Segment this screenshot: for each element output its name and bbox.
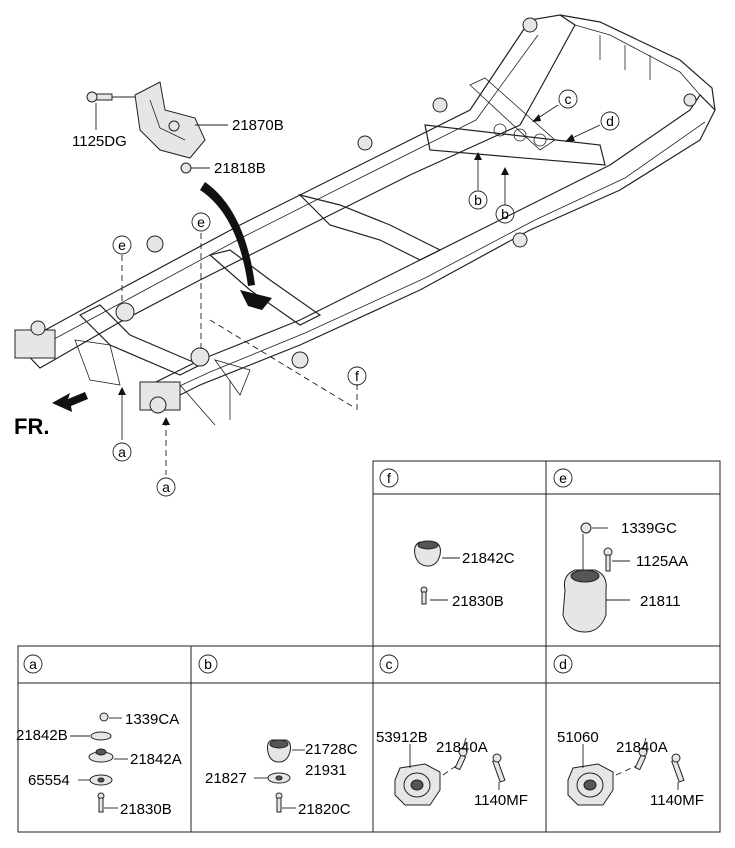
callout-a-2: a bbox=[156, 477, 176, 497]
svg-text:c: c bbox=[565, 91, 572, 107]
callout-c: c bbox=[558, 89, 578, 109]
callout-f: f bbox=[347, 366, 367, 386]
panel-b-part-3: 21820C bbox=[298, 801, 351, 818]
svg-text:d: d bbox=[606, 113, 614, 129]
panel-b-part-2: 21931 bbox=[305, 762, 347, 779]
front-label: FR. bbox=[14, 414, 49, 439]
callout-leaders bbox=[118, 104, 601, 475]
callout-b-1: b bbox=[468, 190, 488, 210]
panel-f-header: f bbox=[379, 468, 399, 488]
bracket-assembly bbox=[86, 81, 228, 174]
svg-text:f: f bbox=[355, 368, 359, 384]
panel-d-header: d bbox=[553, 654, 573, 674]
panel-a-part-4: 21830B bbox=[120, 801, 172, 818]
front-arrow-icon bbox=[52, 392, 88, 412]
panel-e-parts bbox=[562, 522, 630, 633]
svg-text:b: b bbox=[204, 656, 212, 672]
panel-f-part-1: 21830B bbox=[452, 593, 504, 610]
svg-text:e: e bbox=[197, 214, 205, 230]
panel-d-parts bbox=[567, 737, 685, 806]
panel-c-parts bbox=[394, 737, 506, 806]
callout-e-2: e bbox=[191, 212, 211, 232]
callout-a-1: a bbox=[112, 442, 132, 462]
panel-e-part-0: 1339GC bbox=[621, 520, 677, 537]
panel-c-header: c bbox=[379, 654, 399, 674]
panel-d-part-1: 51060 bbox=[557, 729, 599, 746]
panel-c-part-2: 1140MF bbox=[474, 792, 528, 809]
panel-f-parts bbox=[414, 540, 460, 605]
panel-c-part-0: 21840A bbox=[436, 739, 488, 756]
panel-e-part-2: 21811 bbox=[640, 593, 681, 610]
panel-a-parts bbox=[70, 712, 128, 813]
detail-panels-grid bbox=[17, 460, 721, 833]
panel-d-part-2: 1140MF bbox=[650, 792, 704, 809]
panel-b-parts bbox=[254, 739, 305, 813]
svg-text:e: e bbox=[559, 470, 567, 486]
svg-text:b: b bbox=[501, 206, 509, 222]
panel-b-part-0: 21728C bbox=[305, 741, 358, 758]
panel-e-header: e bbox=[553, 468, 573, 488]
svg-text:c: c bbox=[386, 656, 393, 672]
panel-c-part-1: 53912B bbox=[376, 729, 428, 746]
panel-a-header: a bbox=[23, 654, 43, 674]
callout-e-1: e bbox=[112, 235, 132, 255]
label-21818B: 21818B bbox=[214, 160, 266, 177]
svg-text:a: a bbox=[162, 479, 170, 495]
svg-text:a: a bbox=[118, 444, 126, 460]
panel-d-part-0: 21840A bbox=[616, 739, 668, 756]
panel-a-part-2: 21842A bbox=[130, 751, 182, 768]
callout-b-2: b bbox=[495, 204, 515, 224]
panel-b-part-1: 21827 bbox=[205, 770, 247, 787]
reference-arrow-icon bbox=[200, 182, 272, 310]
label-1125DG: 1125DG bbox=[72, 133, 127, 150]
svg-text:d: d bbox=[559, 656, 567, 672]
panel-b-header: b bbox=[198, 654, 218, 674]
label-21870B: 21870B bbox=[232, 117, 284, 134]
panel-e-part-1: 1125AA bbox=[636, 553, 688, 570]
panel-a-part-1: 21842B bbox=[16, 727, 68, 744]
panel-a-part-3: 65554 bbox=[28, 772, 70, 789]
panel-a-part-0: 1339CA bbox=[125, 711, 179, 728]
svg-text:b: b bbox=[474, 192, 482, 208]
callout-d: d bbox=[600, 111, 620, 131]
svg-text:a: a bbox=[29, 656, 37, 672]
panel-f-part-0: 21842C bbox=[462, 550, 515, 567]
svg-text:e: e bbox=[118, 237, 126, 253]
svg-text:f: f bbox=[387, 470, 391, 486]
chassis-frame bbox=[14, 14, 716, 426]
